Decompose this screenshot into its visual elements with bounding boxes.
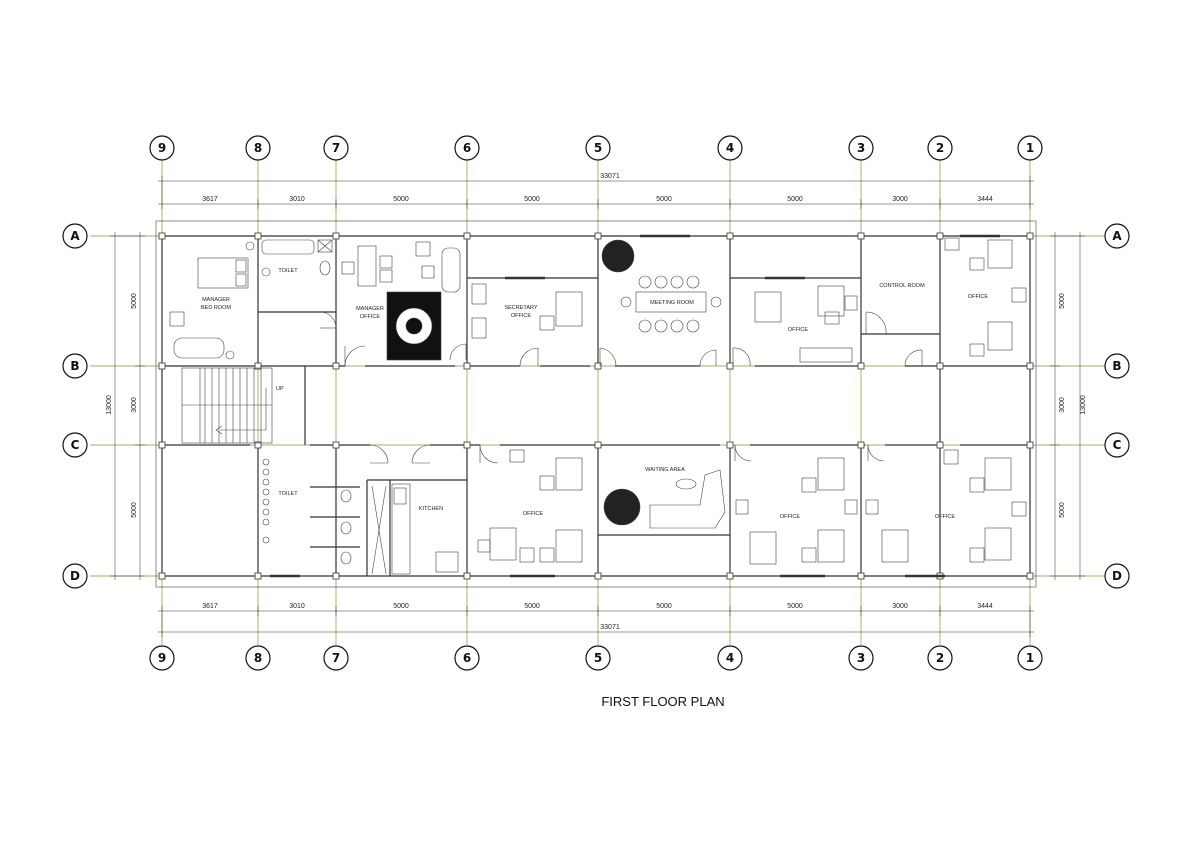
room-label-toilet-bottom: TOILET (278, 491, 298, 497)
dimension-bottom-9-8: 3617 (202, 603, 218, 610)
office-d6-furniture (477, 449, 583, 563)
room-label-manager-office-1: MANAGER (356, 306, 384, 312)
dimension-top-8-7: 3010 (289, 196, 305, 203)
windows (270, 234, 1000, 578)
dimension-bottom-5-4: 5000 (656, 603, 672, 610)
axis-label-top-1: 1 (1026, 141, 1034, 155)
axis-label-bottom-4: 4 (726, 651, 734, 665)
axis-label-right-d: D (1112, 569, 1122, 583)
axis-label-right-a: A (1112, 229, 1122, 243)
overall-dimension-right: 13000 (1080, 395, 1087, 415)
building-walls (155, 220, 1037, 588)
dimension-bottom-4-3: 5000 (787, 603, 803, 610)
toilet-bottom-fixtures (262, 458, 387, 575)
side-axis-bubbles (62, 223, 1130, 589)
axis-label-top-5: 5 (594, 141, 602, 155)
office-b1-furniture (944, 237, 1027, 357)
room-label-meeting-room: MEETING ROOM (650, 300, 694, 306)
office-d4-furniture (735, 457, 858, 565)
room-label-secretary-office-2: OFFICE (511, 313, 531, 319)
plan-title: FIRST FLOOR PLAN (601, 694, 724, 709)
axis-label-bottom-8: 8 (254, 651, 262, 665)
room-label-manager-bed-room-2: BED ROOM (201, 305, 231, 311)
overall-dimension-left: 13000 (106, 395, 113, 415)
kitchen-fixtures (391, 483, 459, 575)
axis-label-bottom-9: 9 (158, 651, 166, 665)
dimension-left-b-c: 3000 (131, 397, 138, 413)
office-b4-furniture (754, 285, 858, 363)
axis-label-left-c: C (71, 438, 80, 452)
dimension-top-7-6: 5000 (393, 196, 409, 203)
room-label-office-d4: OFFICE (780, 514, 800, 520)
office-d2-furniture (865, 449, 1027, 563)
dimension-top-9-8: 3617 (202, 196, 218, 203)
dimension-left-a-b: 5000 (131, 293, 138, 309)
waiting-area-furniture (603, 469, 726, 529)
axis-label-top-3: 3 (857, 141, 865, 155)
room-label-kitchen: KITCHEN (419, 506, 443, 512)
room-label-control-room: CONTROL ROOM (879, 283, 925, 289)
dimension-top-2-1: 3444 (977, 196, 993, 203)
room-label-manager-bed-room-1: MANAGER (202, 297, 230, 303)
axis-label-left-b: B (70, 359, 79, 373)
axis-label-top-7: 7 (332, 141, 340, 155)
dimension-top-5-4: 5000 (656, 196, 672, 203)
manager-bedroom-furniture (169, 241, 255, 360)
room-label-waiting-area: WAITING AREA (645, 467, 685, 473)
room-label-office-d6: OFFICE (523, 511, 543, 517)
door-swings (319, 311, 923, 464)
toilet-top-fixtures (261, 239, 333, 277)
dimension-bottom-2-1: 3444 (977, 603, 993, 610)
structural-columns (158, 232, 1034, 580)
room-label-office-b4: OFFICE (788, 327, 808, 333)
staircase (181, 367, 273, 444)
dimension-top-4-3: 5000 (787, 196, 803, 203)
axis-label-top-6: 6 (463, 141, 471, 155)
axis-label-bottom-2: 2 (936, 651, 944, 665)
axis-label-left-a: A (70, 229, 80, 243)
overall-dimension-bottom: 33071 (600, 624, 620, 631)
axis-label-right-c: C (1113, 438, 1122, 452)
axis-label-top-4: 4 (726, 141, 734, 155)
axis-label-bottom-1: 1 (1026, 651, 1034, 665)
bottom-axis-bubbles (149, 645, 1043, 671)
dimension-right-a-b: 5000 (1059, 293, 1066, 309)
dimension-top-3-2: 3000 (892, 196, 908, 203)
meeting-room-furniture (601, 239, 722, 333)
room-label-toilet-top: TOILET (278, 268, 298, 274)
axis-label-bottom-6: 6 (463, 651, 471, 665)
dimension-bottom-7-6: 5000 (393, 603, 409, 610)
room-label-office-d2: OFFICE (935, 514, 955, 520)
overall-dimension-top: 33071 (600, 173, 620, 180)
dimension-left-c-d: 5000 (131, 502, 138, 518)
manager-office-furniture (341, 241, 461, 361)
axis-label-top-8: 8 (254, 141, 262, 155)
axis-label-right-b: B (1112, 359, 1121, 373)
axis-label-left-d: D (70, 569, 80, 583)
dimension-top-6-5: 5000 (524, 196, 540, 203)
side-dimension-lines (110, 232, 1085, 580)
stair-up-label: UP (276, 386, 284, 392)
axis-label-bottom-3: 3 (857, 651, 865, 665)
axis-label-bottom-5: 5 (594, 651, 602, 665)
axis-label-top-2: 2 (936, 141, 944, 155)
dimension-bottom-3-2: 3000 (892, 603, 908, 610)
secretary-office-furniture (471, 283, 583, 339)
room-label-secretary-office-1: SECRETARY (504, 305, 537, 311)
axis-label-top-9: 9 (158, 141, 166, 155)
room-label-manager-office-2: OFFICE (360, 314, 380, 320)
dimension-bottom-6-5: 5000 (524, 603, 540, 610)
bottom-dimension-lines (158, 606, 1034, 637)
axis-label-bottom-7: 7 (332, 651, 340, 665)
top-dimension-lines (158, 176, 1034, 209)
dimension-right-c-d: 5000 (1059, 502, 1066, 518)
dimension-bottom-8-7: 3010 (289, 603, 305, 610)
dimension-right-b-c: 3000 (1059, 397, 1066, 413)
top-axis-bubbles (149, 135, 1043, 161)
room-label-office-b1: OFFICE (968, 294, 988, 300)
